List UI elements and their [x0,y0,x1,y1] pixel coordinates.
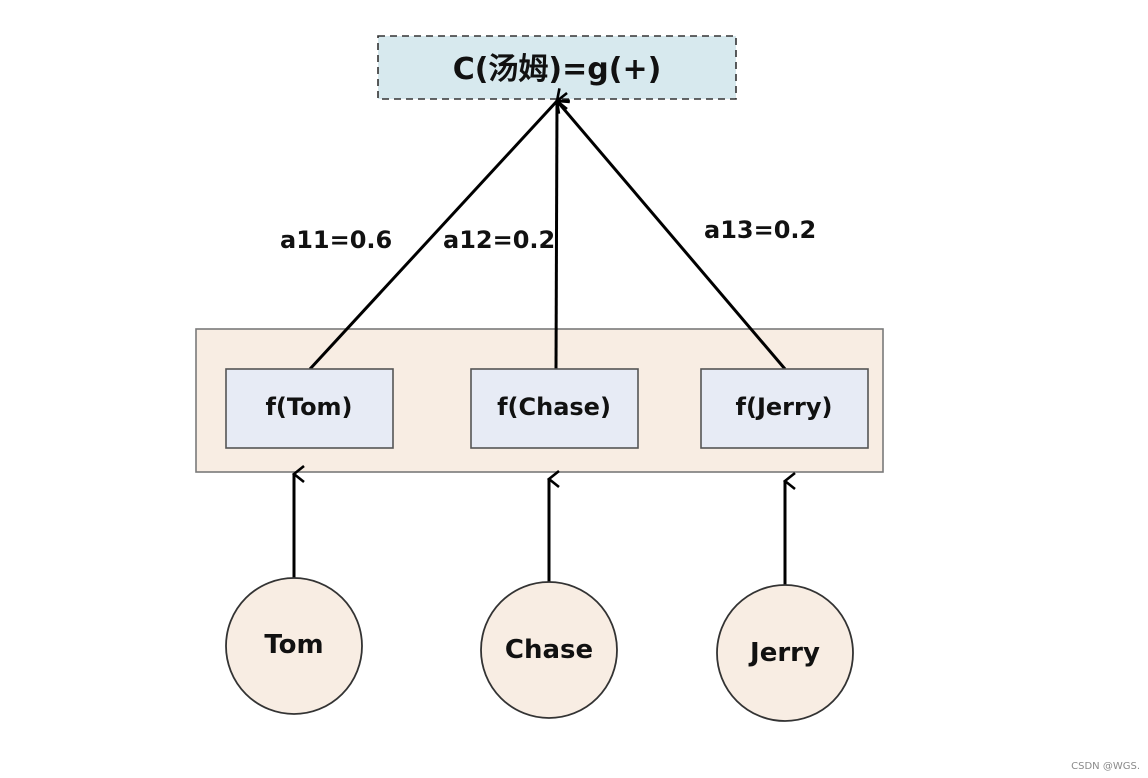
encoder-box-jerry [700,368,869,449]
edge-chase-to-output [554,92,568,370]
watermark-text: CSDN @WGS. [1071,761,1140,772]
encoder-box-chase [470,368,639,449]
encoder-label-jerry: f(Jerry) [736,393,833,421]
weight-label-a13: a13=0.2 [704,216,816,244]
edge-tom-to-output [308,99,570,371]
input-node-jerry [716,584,854,722]
encoder-box-tom [225,368,394,449]
output-node-label: C(汤姆)=g(+) [453,52,662,87]
input-label-jerry: Jerry [748,638,820,668]
encoder-label-chase: f(Chase) [497,393,611,421]
weight-label-a11: a11=0.6 [280,226,392,254]
encoder-label-tom: f(Tom) [265,393,352,421]
input-label-chase: Chase [505,635,593,665]
input-label-tom: Tom [264,630,323,660]
input-node-tom [225,577,363,715]
edge-jerry-to-output [555,88,787,370]
input-node-chase [480,581,618,719]
weight-label-a12: a12=0.2 [443,226,555,254]
